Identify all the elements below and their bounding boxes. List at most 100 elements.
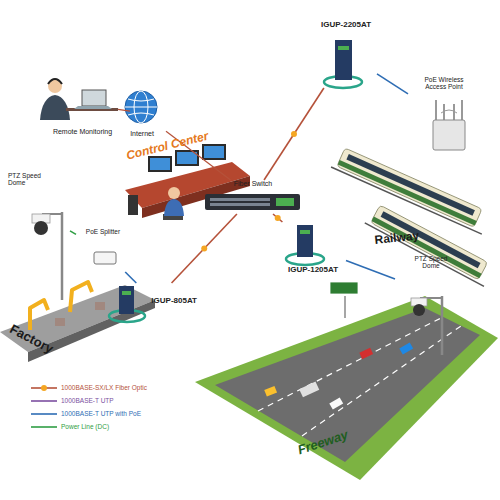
device-body: [297, 225, 313, 257]
connector-line: [346, 260, 395, 278]
node-label: PTZ Speed Dome: [410, 255, 452, 270]
car: [359, 348, 373, 359]
ap-body: [433, 120, 465, 150]
globe: [125, 91, 157, 123]
freeway: [195, 282, 498, 480]
legend-row: 1000BASE-T UTP with PoE: [30, 404, 141, 414]
node-label: IGUP-805AT: [151, 296, 197, 305]
node-label: PTZ Speed Dome: [8, 172, 50, 187]
connector-line: [172, 214, 237, 283]
ptz-speed-dome: PTZ Speed Dome: [395, 255, 467, 330]
igup-2205at-device: [324, 40, 362, 88]
connector-line: [377, 74, 408, 94]
train-stripe: [372, 216, 482, 278]
road: [215, 308, 480, 462]
legend-line: [31, 400, 57, 402]
lane-line: [258, 317, 443, 411]
fiber-switch: Fiber Switch: [203, 180, 303, 214]
remote-monitoring: Remote Monitoring: [35, 72, 130, 136]
car: [329, 397, 343, 409]
train-stripe: [338, 160, 477, 226]
switch-ports: [210, 203, 270, 206]
device-ports: [122, 291, 131, 295]
legend-sample: [30, 410, 58, 418]
lane-line: [302, 326, 461, 436]
laptop-screen: [82, 90, 106, 106]
node-label: Internet: [118, 130, 166, 138]
poe-link: [125, 272, 136, 283]
box: [95, 302, 105, 310]
car: [264, 386, 277, 397]
rail: [365, 223, 484, 286]
node-label: Fiber Switch: [203, 180, 303, 188]
factory: [0, 282, 155, 362]
train: [331, 146, 491, 234]
fiber-link: [273, 214, 282, 222]
legend-line: [31, 426, 57, 428]
poe-link: [377, 74, 408, 94]
sign-pole: [344, 296, 346, 318]
legend-text: 1000BASE-SX/LX Fiber Optic: [61, 384, 147, 391]
legend-text: 1000BASE-T UTP with PoE: [61, 410, 141, 417]
connector-line: [264, 88, 324, 180]
fiber-dot: [201, 246, 207, 252]
connector-line: [125, 272, 136, 283]
antenna: [453, 104, 455, 120]
ptz-speed-dome: PTZ Speed Dome: [8, 172, 70, 254]
fiber-link: [172, 214, 237, 283]
computer-tower: [128, 195, 138, 215]
node-label: PoE Splitter: [76, 228, 130, 235]
industrial-switch: IGUP-2205AT: [315, 20, 377, 88]
operator-head: [48, 79, 62, 93]
legend-row: Power Line (DC): [30, 417, 109, 427]
industrial-switch: IGUP-1205AT: [280, 222, 346, 274]
grass: [195, 296, 498, 480]
monitor: [148, 156, 172, 172]
switch-ports: [210, 198, 270, 201]
car: [399, 342, 413, 354]
camera-dome: [413, 304, 425, 316]
antenna: [443, 104, 445, 120]
camera-pole: [441, 296, 444, 355]
internet-cloud: Internet: [118, 88, 166, 138]
legend-dot: [41, 385, 47, 391]
switch-sfp: [276, 198, 294, 206]
legend-sample: [30, 423, 58, 431]
antenna: [461, 100, 463, 120]
monitor: [202, 144, 226, 160]
fiber-switch-device: [205, 194, 300, 210]
box: [55, 318, 65, 326]
poe-splitter-device: [94, 252, 116, 264]
remote-operator: [40, 79, 118, 120]
internet-globe: [125, 91, 157, 123]
road-sign: [330, 282, 358, 294]
fiber-dot: [275, 215, 281, 221]
monitor-screen: [150, 158, 170, 170]
device-ports: [300, 230, 310, 234]
antenna: [435, 100, 437, 120]
truck: [299, 382, 319, 398]
node-label: IGUP-2205AT: [315, 20, 377, 29]
node-label: PoE Wireless Access Point: [416, 76, 472, 91]
connector-line: [118, 109, 130, 111]
legend-line: [31, 413, 57, 415]
legend-text: 1000BASE-T UTP: [61, 397, 114, 404]
camera-dome: [34, 221, 48, 235]
wireless-ap: [433, 100, 465, 150]
ptz-camera: [411, 296, 442, 355]
device-ports: [338, 46, 349, 50]
node-label: Remote Monitoring: [35, 128, 130, 136]
train-body: [371, 205, 488, 280]
laptop-base: [74, 106, 112, 109]
fiber-dot: [291, 131, 297, 137]
globe-parallels: [128, 99, 154, 115]
internet-link: [118, 109, 130, 111]
camera-pole: [61, 212, 64, 300]
robot-arm: [70, 282, 92, 312]
legend-text: Power Line (DC): [61, 423, 109, 430]
connector-line: [273, 214, 282, 222]
wifi-wave: [441, 110, 457, 113]
ptz-camera: [32, 212, 62, 300]
legend-sample: [30, 397, 58, 405]
